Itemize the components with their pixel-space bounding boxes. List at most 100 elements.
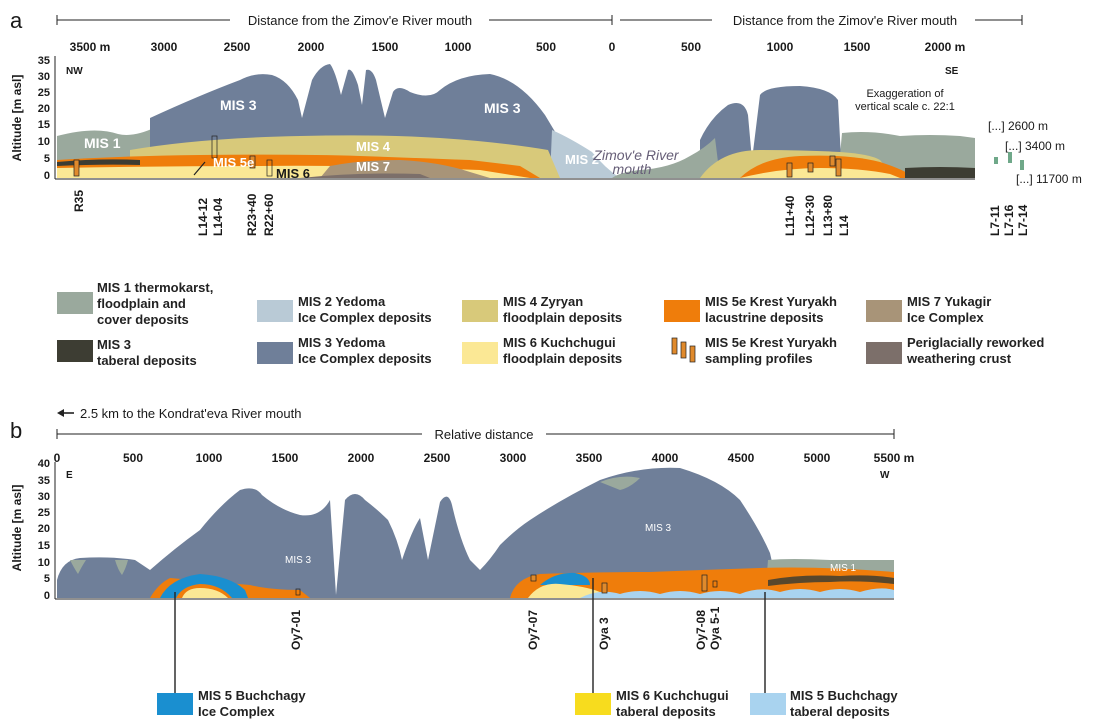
- legend-swatch-mis2: [257, 300, 293, 322]
- profile-l13-80: L13+80: [821, 195, 835, 236]
- river-label-1: Zimov'e River: [592, 147, 679, 163]
- tick-b-0: 0: [54, 451, 61, 465]
- y-axis-label-b: Altitude [m asl]: [10, 485, 24, 572]
- profile-l11-40: L11+40: [783, 195, 797, 236]
- legend-swatch-mis4: [462, 300, 498, 322]
- legend-mis3-l2: Ice Complex deposits: [298, 351, 432, 366]
- ytick-b-10: 10: [38, 557, 50, 569]
- profile-oy7-01: Oy7-01: [289, 610, 303, 650]
- legend-mis4-l2: floodplain deposits: [503, 310, 622, 325]
- tick-a-5: 1000: [445, 40, 472, 54]
- legend-buch-ic-l2: Ice Complex: [198, 704, 275, 719]
- kondrat-arrow-icon: [57, 409, 74, 417]
- panel-b-letter: b: [10, 418, 22, 443]
- far-profile-mark-2: [1008, 152, 1012, 163]
- legend-mis6-l2: floodplain deposits: [503, 351, 622, 366]
- ytick-b-15: 15: [38, 540, 50, 552]
- panel-a-letter: a: [10, 8, 23, 33]
- profile-l14-04: L14-04: [211, 198, 225, 236]
- label-a-mis2: MIS 2: [565, 152, 599, 167]
- ytick-a-0: 0: [44, 170, 50, 182]
- panel-a-distance-bar: [56, 15, 1023, 25]
- profile-r35: R35: [72, 190, 86, 212]
- legend-swatch-mis7: [866, 300, 902, 322]
- profile-l7-14: L7-14: [1016, 204, 1030, 236]
- corner-e: E: [66, 470, 73, 481]
- label-b-mis3-2: MIS 3: [645, 523, 672, 534]
- ytick-b-0: 0: [44, 590, 50, 602]
- profile-oya-3: Oya 3: [597, 617, 611, 650]
- ytick-a-25: 25: [38, 87, 50, 99]
- corner-se: SE: [945, 66, 959, 77]
- label-a-mis6: MIS 6: [276, 166, 310, 181]
- corner-nw: NW: [66, 66, 83, 77]
- legend-swatch-kuch-tab: [575, 693, 611, 715]
- legend-swatch-buch-tab: [750, 693, 786, 715]
- legend-buch-tab-l2: taberal deposits: [790, 704, 890, 719]
- tick-b-9: 4500: [728, 451, 755, 465]
- legend-swatch-mis3: [257, 342, 293, 364]
- legend-mis1-l3: cover deposits: [97, 312, 189, 327]
- cross-section-b: [54, 462, 894, 693]
- exaggeration-1: Exaggeration of: [866, 88, 944, 100]
- profile-r22-60: R22+60: [262, 193, 276, 236]
- legend-taberal3-l2: taberal deposits: [97, 353, 197, 368]
- panel-b-distance-bar: [56, 429, 895, 439]
- kondrat-label: 2.5 km to the Kondrat'eva River mouth: [80, 406, 301, 421]
- ytick-a-20: 20: [38, 103, 50, 115]
- far-distance-2: [...] 3400 m: [1005, 139, 1065, 153]
- tick-a-6: 500: [536, 40, 556, 54]
- tick-b-4: 2000: [348, 451, 375, 465]
- profile-r23-40: R23+40: [245, 193, 259, 236]
- legend-mis1-l1: MIS 1 thermokarst,: [97, 280, 213, 295]
- legend-swatch-sampling: [671, 337, 696, 363]
- legend-taberal3-l1: MIS 3: [97, 337, 131, 352]
- distance-label-right: Distance from the Zimov'e River mouth: [733, 13, 957, 28]
- legend-mis3-l1: MIS 3 Yedoma: [298, 335, 386, 350]
- profile-l7-16: L7-16: [1002, 204, 1016, 236]
- far-profile-mark-3: [1020, 160, 1024, 170]
- label-a-mis4: MIS 4: [356, 139, 391, 154]
- tick-a-7: 0: [609, 40, 616, 54]
- label-b-mis1: MIS 1: [830, 563, 857, 574]
- tick-b-3: 1500: [272, 451, 299, 465]
- ytick-a-5: 5: [44, 153, 50, 165]
- cross-section-a: [54, 56, 975, 180]
- label-b-mis3-1: MIS 3: [285, 555, 312, 566]
- tick-b-10: 5000: [804, 451, 831, 465]
- legend-sampling-l1: MIS 5e Krest Yuryakh: [705, 335, 837, 350]
- tick-a-4: 1500: [372, 40, 399, 54]
- legend-mis5e-l2: lacustrine deposits: [705, 310, 823, 325]
- legend-mis2-l1: MIS 2 Yedoma: [298, 294, 386, 309]
- far-distance-3: [...] 11700 m: [1016, 172, 1082, 186]
- distance-label-left: Distance from the Zimov'e River mouth: [248, 13, 472, 28]
- corner-w: W: [880, 470, 890, 481]
- tick-a-3: 2000: [298, 40, 325, 54]
- profile-l7-11: L7-11: [988, 205, 1002, 236]
- y-axis-label-a: Altitude [m asl]: [10, 75, 24, 162]
- profile-oya-5-1: Oya 5-1: [708, 606, 722, 650]
- legend-mis7-l2: Ice Complex: [907, 310, 984, 325]
- ytick-a-35: 35: [38, 55, 50, 67]
- label-a-mis3-2: MIS 3: [484, 100, 521, 116]
- tick-a-9: 1000: [767, 40, 794, 54]
- legend-buch-ic-l1: MIS 5 Buchchagy: [198, 688, 306, 703]
- tick-a-2: 2500: [224, 40, 251, 54]
- legend-buch-tab-l1: MIS 5 Buchchagy: [790, 688, 898, 703]
- relative-distance-label: Relative distance: [435, 427, 534, 442]
- tick-b-1: 500: [123, 451, 143, 465]
- label-a-mis1: MIS 1: [84, 135, 121, 151]
- profile-l14: L14: [837, 215, 851, 236]
- legend-mis2-l2: Ice Complex deposits: [298, 310, 432, 325]
- tick-a-11: 2000 m: [925, 40, 966, 54]
- label-a-mis3-1: MIS 3: [220, 97, 257, 113]
- legend-crust-l1: Periglacially reworked: [907, 335, 1044, 350]
- tick-a-1: 3000: [151, 40, 178, 54]
- ytick-a-15: 15: [38, 119, 50, 131]
- ytick-a-30: 30: [38, 71, 50, 83]
- legend-swatch-crust: [866, 342, 902, 364]
- legend-kuch-tab-l2: taberal deposits: [616, 704, 716, 719]
- ytick-b-20: 20: [38, 523, 50, 535]
- legend-swatch-mis6: [462, 342, 498, 364]
- far-distance-1: [...] 2600 m: [988, 119, 1048, 133]
